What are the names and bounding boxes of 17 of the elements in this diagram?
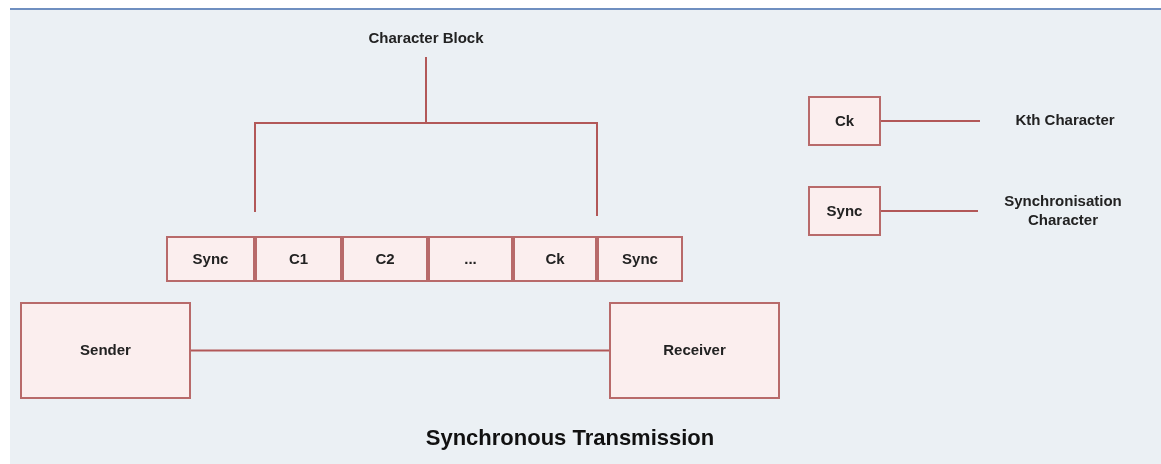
entity-box: Ck <box>808 96 881 146</box>
frame-cell: Ck <box>513 236 597 282</box>
legend-text: Synchronisation Character <box>1003 192 1123 230</box>
entity-box: Receiver <box>609 302 780 399</box>
connector-line <box>190 349 610 352</box>
entity-box: Sender <box>20 302 191 399</box>
connector-line <box>880 120 981 122</box>
frame-cell: C1 <box>255 236 342 282</box>
diagram-caption: Synchronous Transmission <box>424 425 716 451</box>
connector-line <box>880 210 979 212</box>
entity-box: Sync <box>808 186 881 236</box>
frame-cell: ... <box>428 236 513 282</box>
frame-cell: Sync <box>597 236 683 282</box>
frame-cell: C2 <box>342 236 428 282</box>
legend-text: Kth Character <box>1015 110 1115 130</box>
frame-cell: Sync <box>166 236 255 282</box>
bracket-label: Character Block <box>367 29 485 48</box>
